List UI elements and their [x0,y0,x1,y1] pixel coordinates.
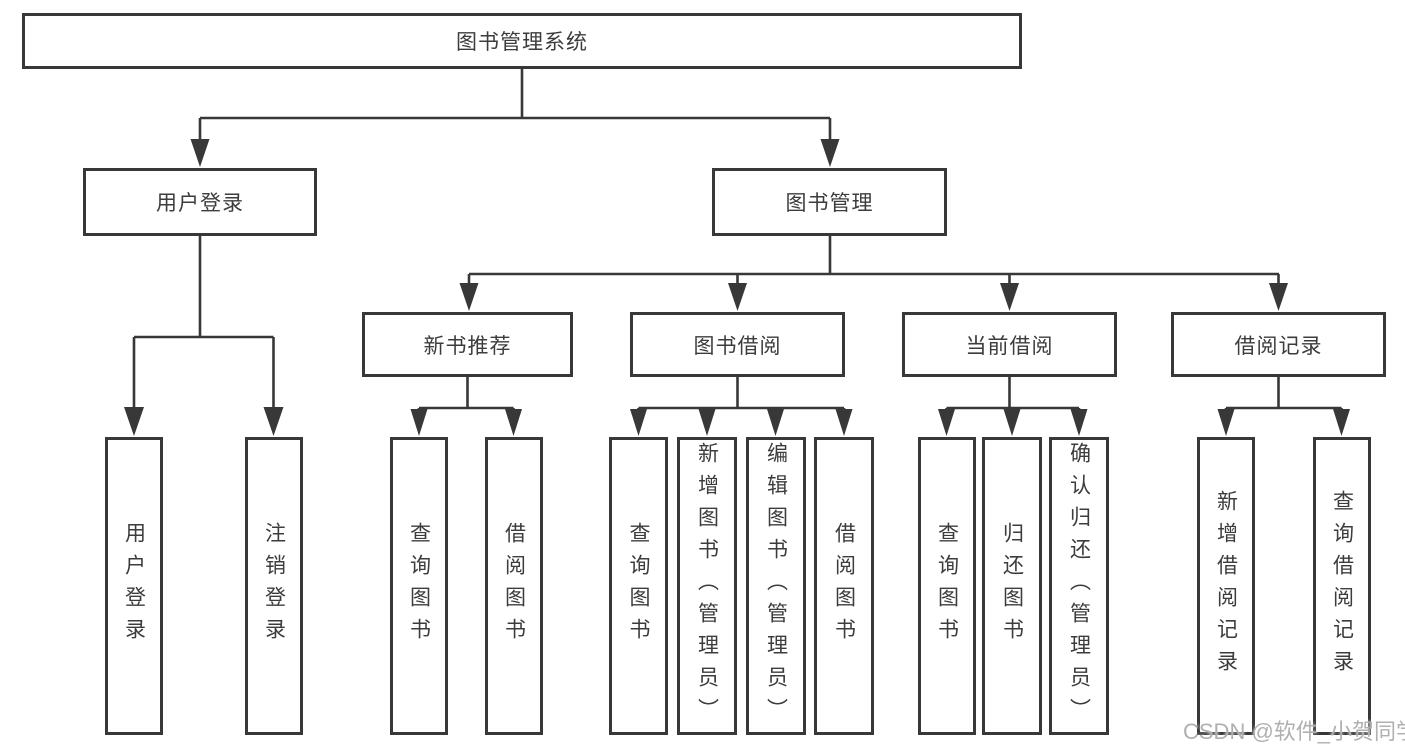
node-book-management: 图书管理 [712,168,947,236]
leaf-borrow-books-recommend: 借阅图书 [485,437,543,735]
leaf-query-books-current: 查询图书 [918,437,976,735]
leaf-user-login-label: 用户登录 [122,522,146,650]
leaf-confirm-return-admin: 确认归还（管理员） [1049,437,1109,735]
leaf-add-books-admin-label: 新增图书（管理员） [695,442,719,730]
leaf-query-books-recommend-label: 查询图书 [407,522,431,650]
leaf-return-books-label: 归还图书 [1000,522,1024,650]
arrowheads [124,139,1350,436]
leaf-return-books: 归还图书 [982,437,1042,735]
leaf-confirm-return-admin-label: 确认归还（管理员） [1067,442,1091,730]
leaf-query-borrow-record: 查询借阅记录 [1313,437,1371,735]
node-new-book-recommend: 新书推荐 [362,312,573,377]
leaf-edit-books-admin: 编辑图书（管理员） [746,437,806,735]
node-root-system: 图书管理系统 [22,13,1022,69]
node-current-borrow: 当前借阅 [902,312,1117,377]
leaf-query-books-current-label: 查询图书 [935,522,959,650]
watermark: CSDN @软件_小贺同学 [1183,719,1405,744]
leaf-add-borrow-record: 新增借阅记录 [1197,437,1255,735]
leaf-query-books-borrow: 查询图书 [609,437,668,735]
leaf-borrow-books-label: 借阅图书 [832,522,856,650]
leaf-borrow-books: 借阅图书 [814,437,874,735]
leaf-logout: 注销登录 [245,437,303,735]
leaf-edit-books-admin-label: 编辑图书（管理员） [764,442,788,730]
leaf-query-books-recommend: 查询图书 [390,437,448,735]
node-book-borrow: 图书借阅 [630,312,845,377]
leaf-borrow-books-recommend-label: 借阅图书 [502,522,526,650]
leaf-add-books-admin: 新增图书（管理员） [677,437,737,735]
node-user-login: 用户登录 [83,168,317,236]
node-borrow-records: 借阅记录 [1171,312,1386,377]
leaf-query-books-borrow-label: 查询图书 [627,522,650,650]
leaf-user-login: 用户登录 [105,437,163,735]
leaf-logout-label: 注销登录 [262,522,286,650]
leaf-query-borrow-record-label: 查询借阅记录 [1330,490,1354,682]
leaf-add-borrow-record-label: 新增借阅记录 [1214,490,1238,682]
